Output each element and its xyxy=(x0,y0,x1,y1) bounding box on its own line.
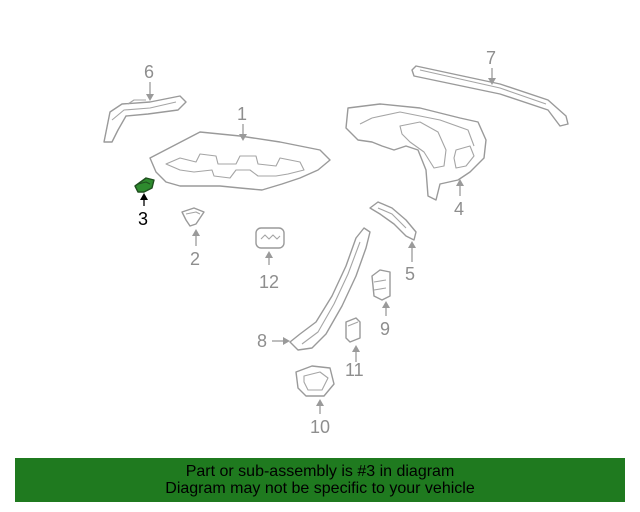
part-3[interactable] xyxy=(134,177,155,193)
arrow-6 xyxy=(146,94,154,101)
callout-3[interactable]: 3 xyxy=(138,209,148,229)
arrow-2 xyxy=(192,229,200,236)
callout-8[interactable]: 8 xyxy=(257,331,267,351)
part-9[interactable] xyxy=(371,269,391,301)
callout-2[interactable]: 2 xyxy=(190,249,200,269)
part-8[interactable] xyxy=(289,227,371,351)
callout-1[interactable]: 1 xyxy=(237,104,247,124)
arrow-9 xyxy=(382,301,390,308)
part-7[interactable] xyxy=(411,65,569,127)
callout-9[interactable]: 9 xyxy=(380,319,390,339)
part-11[interactable] xyxy=(345,317,361,343)
arrow-10 xyxy=(316,399,324,406)
part-5[interactable] xyxy=(369,201,417,241)
part-4[interactable] xyxy=(345,103,487,201)
arrow-5 xyxy=(408,241,416,248)
callout-7[interactable]: 7 xyxy=(486,48,496,68)
banner-line-part: Part or sub-assembly is #3 in diagram xyxy=(185,463,455,480)
arrow-1 xyxy=(239,134,247,141)
parts-diagram: 6 1 3 2 12 7 4 xyxy=(103,48,569,437)
callout-4[interactable]: 4 xyxy=(454,199,464,219)
part-12[interactable] xyxy=(255,227,285,249)
part-1[interactable] xyxy=(149,131,331,191)
arrow-3 xyxy=(140,193,148,200)
arrow-7 xyxy=(488,78,496,85)
banner-line-disclaimer: Diagram may not be specific to your vehi… xyxy=(165,480,475,497)
part-2[interactable] xyxy=(181,207,205,227)
callout-12[interactable]: 12 xyxy=(259,272,279,292)
part-6[interactable] xyxy=(103,95,187,143)
part-10[interactable] xyxy=(295,365,335,397)
arrow-8 xyxy=(283,337,290,345)
callout-10[interactable]: 10 xyxy=(310,417,330,437)
callout-11[interactable]: 11 xyxy=(345,360,364,380)
arrow-4 xyxy=(456,179,464,186)
arrow-11 xyxy=(352,345,360,352)
info-banner: Part or sub-assembly is #3 in diagram Di… xyxy=(15,458,625,502)
arrow-12 xyxy=(265,251,273,258)
callout-5[interactable]: 5 xyxy=(405,264,415,284)
callout-6[interactable]: 6 xyxy=(144,62,154,82)
